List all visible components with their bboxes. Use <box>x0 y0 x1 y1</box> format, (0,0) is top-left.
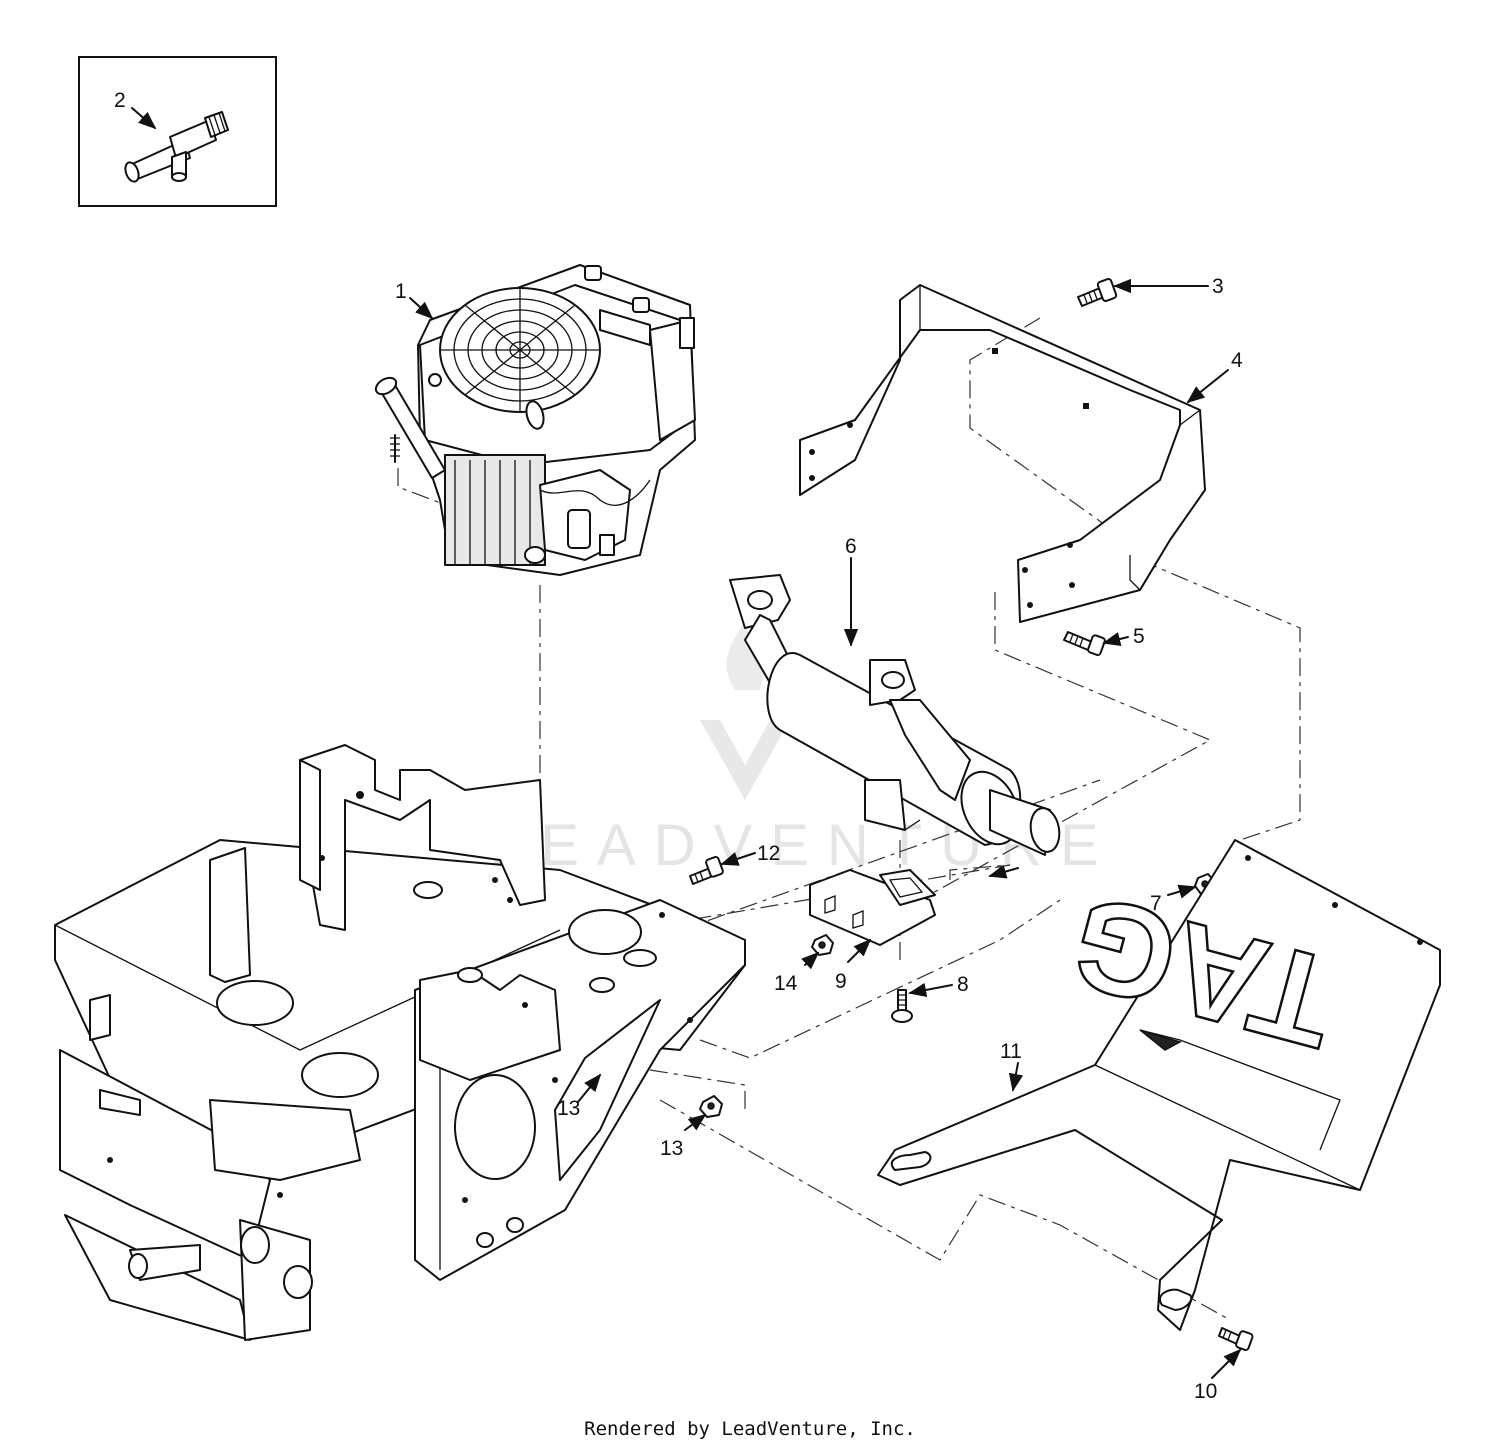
bolt-part-12 <box>689 855 724 885</box>
bolt-part-3 <box>1077 278 1118 307</box>
chassis-frame <box>54 744 746 1341</box>
callout-10: 10 <box>1194 1380 1217 1403</box>
callout-9: 9 <box>835 970 847 993</box>
muffler-shield-part <box>799 284 1206 623</box>
engine-part <box>374 264 696 576</box>
callout-5: 5 <box>1133 625 1145 648</box>
callout-3: 3 <box>1212 275 1224 298</box>
bolt-part-10 <box>1218 1327 1254 1352</box>
detail-inset <box>78 56 277 207</box>
footer-credit: Rendered by LeadVenture, Inc. <box>584 1418 916 1440</box>
callout-numbers: 2 1 3 4 5 6 7 8 9 10 11 12 13 13 14 <box>114 89 1243 1403</box>
callout-8: 8 <box>957 973 969 996</box>
nut-part-13-b <box>699 1095 723 1118</box>
muffler-bracket-part <box>809 869 936 946</box>
callout-2: 2 <box>114 89 126 112</box>
callout-6: 6 <box>845 535 857 558</box>
muffler-part <box>729 574 1061 856</box>
callout-1: 1 <box>395 280 407 303</box>
leader-lines <box>131 107 1242 1379</box>
nut-part-14 <box>811 934 834 956</box>
callout-7: 7 <box>1150 892 1162 915</box>
callout-4: 4 <box>1231 349 1243 372</box>
bolt-part-5 <box>1063 631 1106 657</box>
bolt-part-8 <box>891 989 913 1023</box>
callout-13-b: 13 <box>660 1137 683 1160</box>
callout-11: 11 <box>1000 1040 1022 1063</box>
tee-fitting-part <box>124 111 229 183</box>
callout-14: 14 <box>774 972 798 995</box>
callout-13-a: 13 <box>557 1097 580 1120</box>
callout-12: 12 <box>757 842 780 865</box>
